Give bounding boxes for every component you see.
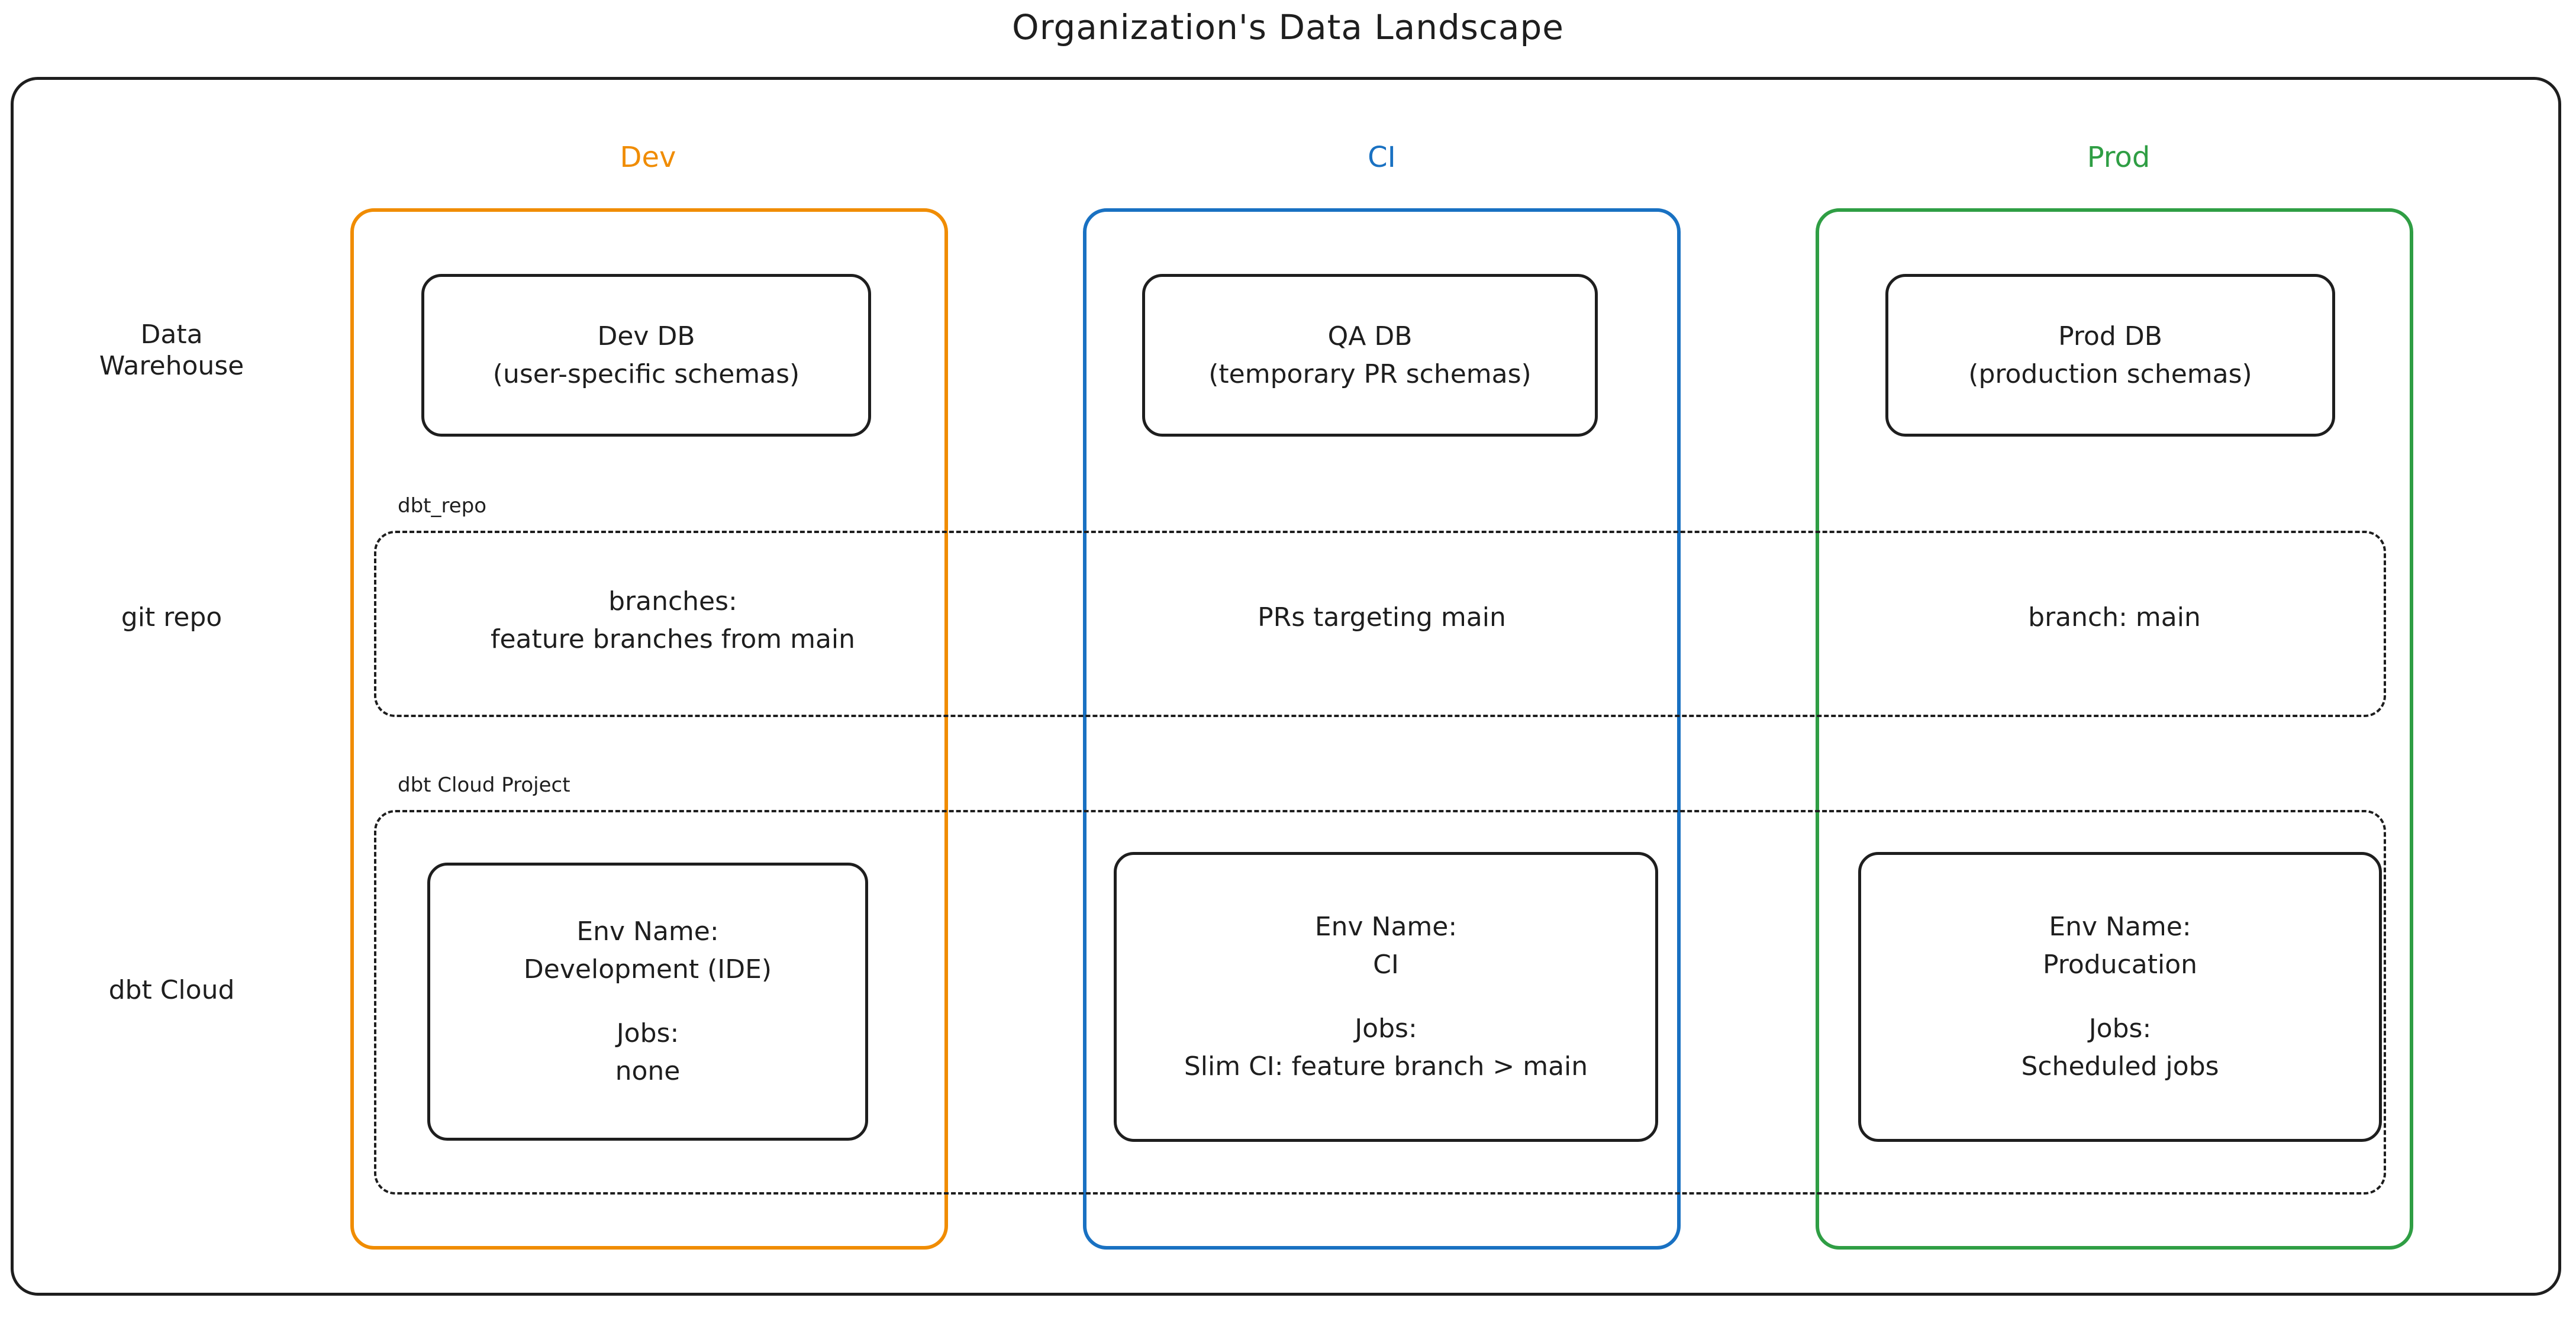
group-dbt-cloud-project: dbt Cloud Project: [374, 773, 2386, 1195]
outer-frame: [11, 77, 2561, 1296]
env-column-ci: [1083, 208, 1681, 1250]
node-qa-db-name: QA DB: [1327, 321, 1413, 351]
row-label-dbt-cloud: dbt Cloud: [108, 975, 235, 1005]
node-dbt-env-dev-jobs-value: none: [615, 1055, 681, 1086]
group-dbt-repo: dbt_repo: [374, 494, 2386, 717]
node-dev-db-detail: (user-specific schemas): [492, 359, 800, 389]
node-dbt-env-prod-jobs-label: Jobs:: [2088, 1013, 2152, 1044]
node-dev-db-name: Dev DB: [597, 321, 695, 351]
git-repo-ci-text: PRs targeting main: [1258, 602, 1506, 632]
page-title: Organization's Data Landscape: [1012, 7, 1564, 47]
node-dbt-env-ci: Env Name: CI Jobs: Slim CI: feature bran…: [1114, 852, 1658, 1142]
node-prod-db-detail: (production schemas): [1968, 359, 2252, 389]
column-header-ci: CI: [1368, 141, 1396, 174]
group-caption-dbt-cloud-project: dbt Cloud Project: [394, 773, 574, 797]
node-dbt-env-dev-jobs-label: Jobs:: [616, 1018, 679, 1048]
node-dbt-env-ci-name-label: Env Name:: [1314, 912, 1458, 942]
column-header-prod: Prod: [2087, 141, 2151, 174]
node-dbt-env-prod: Env Name: Producation Jobs: Scheduled jo…: [1858, 852, 2382, 1142]
column-header-dev: Dev: [620, 141, 676, 174]
node-dbt-env-prod-name-label: Env Name:: [2049, 912, 2191, 942]
node-qa-db: QA DB (temporary PR schemas): [1142, 274, 1598, 437]
node-prod-db-name: Prod DB: [2058, 321, 2162, 351]
node-dbt-env-prod-jobs-value: Scheduled jobs: [2021, 1051, 2219, 1082]
node-dbt-env-ci-jobs-label: Jobs:: [1355, 1013, 1417, 1044]
node-qa-db-detail: (temporary PR schemas): [1208, 359, 1532, 389]
env-column-dev: [350, 208, 948, 1250]
node-dev-db: Dev DB (user-specific schemas): [421, 274, 871, 437]
group-caption-dbt-repo: dbt_repo: [394, 494, 491, 518]
row-label-data-warehouse: Data Warehouse: [99, 319, 244, 381]
env-column-prod: [1816, 208, 2413, 1250]
node-dbt-env-dev-name-value: Development (IDE): [523, 954, 772, 985]
row-label-git-repo: git repo: [121, 602, 223, 632]
node-prod-db: Prod DB (production schemas): [1885, 274, 2335, 437]
node-dbt-env-ci-name-value: CI: [1373, 950, 1399, 980]
node-dbt-env-prod-name-value: Producation: [2042, 950, 2198, 980]
node-dbt-env-dev: Env Name: Development (IDE) Jobs: none: [427, 863, 868, 1141]
node-dbt-env-ci-jobs-value: Slim CI: feature branch > main: [1184, 1051, 1588, 1082]
git-repo-dev-text: branches: feature branches from main: [490, 586, 856, 654]
git-repo-prod-text: branch: main: [2028, 602, 2201, 632]
node-dbt-env-dev-name-label: Env Name:: [576, 916, 719, 947]
